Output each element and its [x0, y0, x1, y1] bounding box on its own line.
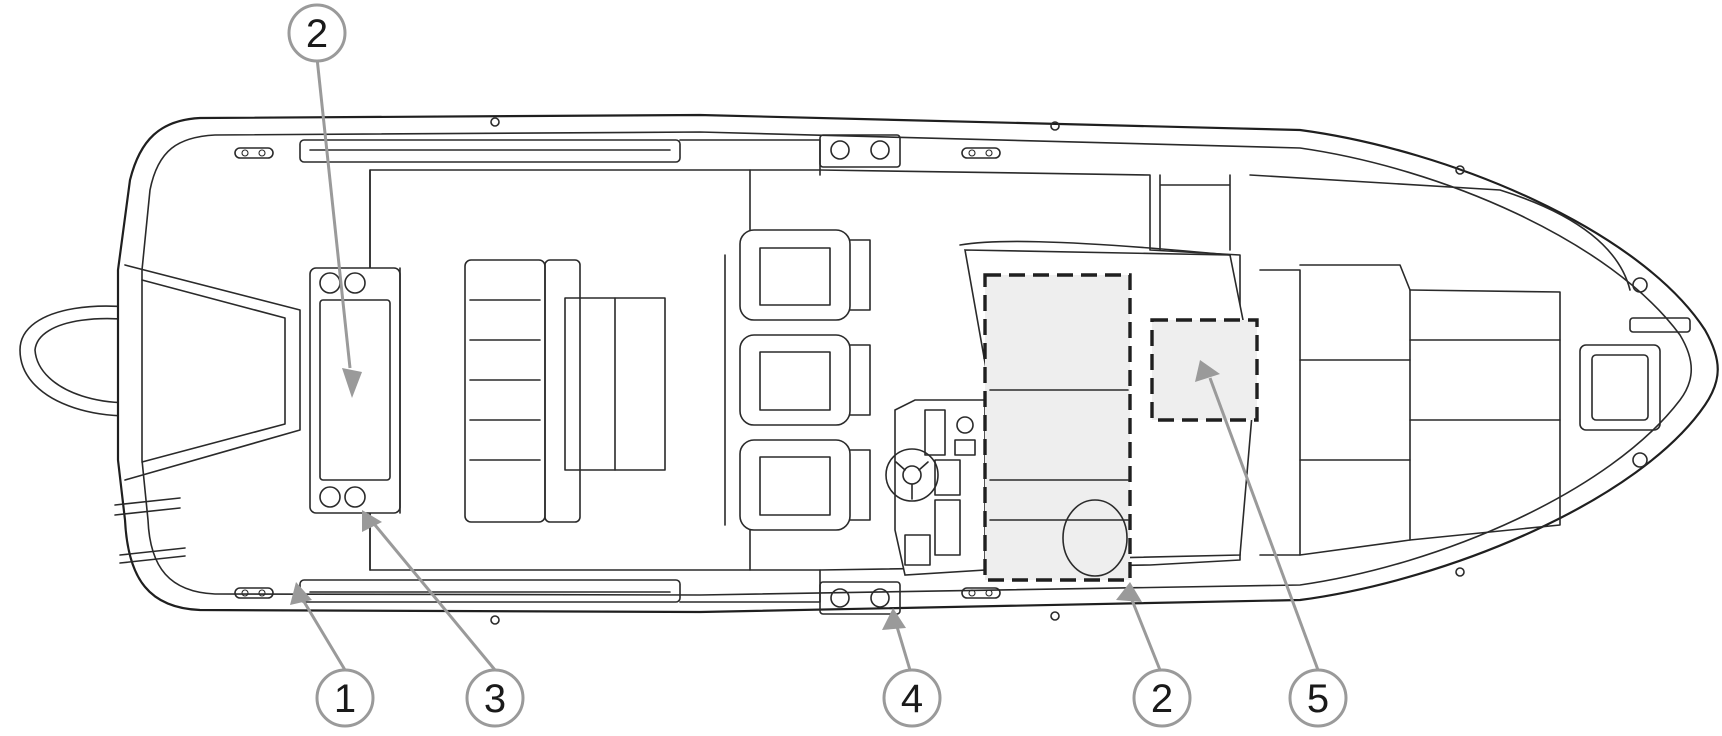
helm-console — [885, 399, 986, 576]
callout-1: 1 — [315, 668, 375, 728]
callout-label: 5 — [1307, 677, 1329, 721]
callout-3: 3 — [465, 668, 525, 728]
helm-storage-seat-lines — [989, 389, 1129, 521]
callout-2-top: 2 — [287, 3, 347, 63]
helm-seat-3 — [739, 439, 871, 531]
cleat-mid-starboard — [961, 587, 1001, 599]
aft-bench-seat — [464, 259, 666, 523]
helm-seat-1 — [739, 229, 871, 321]
helm-storage-area — [983, 273, 1132, 582]
cleat-aft-port — [234, 147, 274, 159]
callout-label: 2 — [306, 12, 328, 56]
callout-2-bottom: 2 — [1132, 668, 1192, 728]
cup-holders-starboard — [819, 581, 901, 615]
callout-5: 5 — [1288, 668, 1348, 728]
helm-footrest — [1062, 499, 1128, 577]
leaders — [290, 57, 1320, 671]
helm-seats — [724, 229, 871, 531]
cleat-aft-starboard — [234, 587, 274, 599]
steering-wheel — [885, 448, 939, 502]
helm-seat-2 — [739, 334, 871, 426]
callout-label: 1 — [334, 677, 356, 721]
callout-label: 4 — [901, 677, 923, 721]
cleat-mid-port — [961, 147, 1001, 159]
callout-label: 2 — [1151, 677, 1173, 721]
cup-holders-port — [819, 134, 901, 168]
callout-4: 4 — [882, 668, 942, 728]
callout-label: 3 — [484, 677, 506, 721]
aft-storage-compartment — [309, 267, 401, 514]
